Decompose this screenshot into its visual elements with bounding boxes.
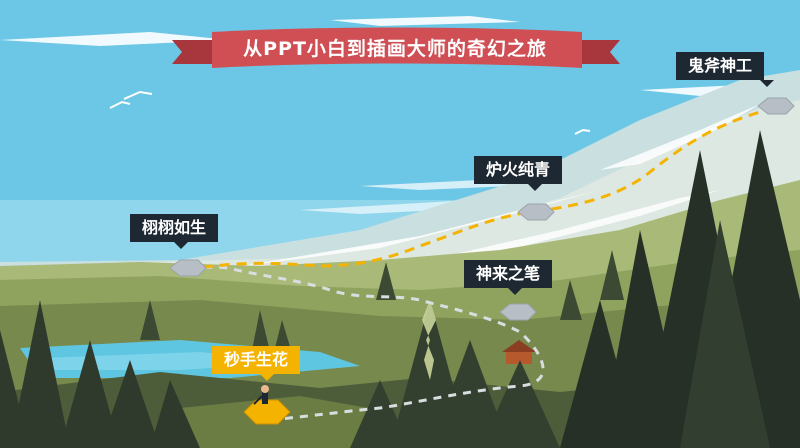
- stage-label-guifu[interactable]: 鬼斧神工: [676, 52, 774, 87]
- stage-label-text: 神来之笔: [476, 264, 541, 283]
- title-banner: [172, 27, 620, 68]
- stage-label-xuxu[interactable]: 栩栩如生: [130, 214, 219, 249]
- banner-title: 从PPT小白到插画大师的奇幻之旅: [243, 38, 547, 60]
- pine-tree-icon: [0, 300, 200, 448]
- waypoint-hexagon: [169, 97, 795, 321]
- current-waypoint-hexagon: [243, 385, 291, 425]
- house-icon: [502, 340, 536, 364]
- stage-label-luhuo[interactable]: 炉火纯青: [474, 156, 563, 191]
- stage-label-shenlai[interactable]: 神来之笔: [464, 260, 553, 295]
- stage-label-miaoshou[interactable]: 秒手生花: [212, 346, 301, 381]
- stage-label-text: 鬼斧神工: [688, 56, 753, 75]
- stage-label-text: 炉火纯青: [486, 160, 551, 179]
- bird-icon: [109, 90, 591, 135]
- trail-upcoming: [185, 110, 761, 272]
- stage-label-text: 秒手生花: [224, 350, 289, 369]
- stage-label-text: 栩栩如生: [142, 218, 207, 237]
